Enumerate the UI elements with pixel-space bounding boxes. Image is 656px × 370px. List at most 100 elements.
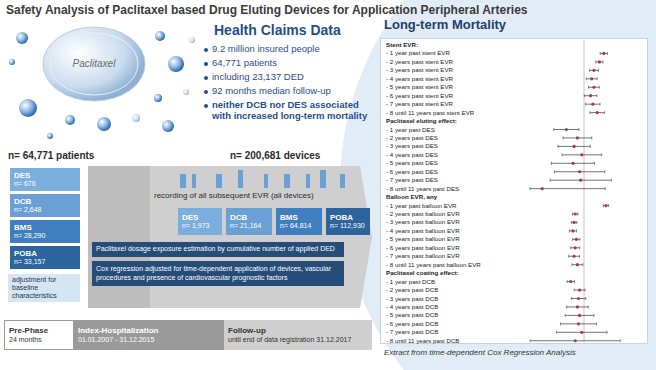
estimate-dot bbox=[577, 297, 580, 300]
forest-row-label: - 3 years past balloon EVR bbox=[386, 218, 526, 226]
estimate-dot bbox=[578, 314, 581, 317]
ci-cap bbox=[611, 179, 612, 182]
node-text: DES bbox=[182, 213, 198, 222]
ci-cap bbox=[551, 162, 552, 165]
ci-cap bbox=[585, 297, 586, 300]
estimate-dot bbox=[578, 170, 581, 173]
ci-cap bbox=[603, 60, 604, 63]
ci-cap bbox=[571, 221, 572, 224]
ci-cap bbox=[579, 128, 580, 131]
process-box: Cox regression adjusted for time-depende… bbox=[92, 261, 344, 286]
forest-row-label: - 6 years past stent EVR bbox=[386, 92, 526, 100]
ci-cap bbox=[599, 86, 600, 89]
ci-cap bbox=[590, 145, 591, 148]
ci-cap bbox=[568, 255, 569, 258]
ci-cap bbox=[620, 339, 621, 342]
ci-cap bbox=[553, 128, 554, 131]
forest-row-label: - 6 years past DCB bbox=[386, 320, 526, 328]
ci-cap bbox=[590, 111, 591, 114]
count-label: n= 64,771 patients bbox=[8, 150, 168, 162]
ci-cap bbox=[570, 246, 571, 249]
ci-cap bbox=[586, 77, 587, 80]
forest-row-label: - 1 year past stent EVR bbox=[386, 49, 526, 57]
circle-ring bbox=[50, 33, 138, 95]
estimate-dot bbox=[565, 128, 568, 131]
ci-cap bbox=[601, 153, 602, 156]
process-box: Pre-Phase24 months bbox=[4, 320, 74, 350]
ci-cap bbox=[567, 280, 568, 283]
forest-row-label: - 6 years past DES bbox=[386, 168, 526, 176]
bullet-dot bbox=[204, 90, 208, 94]
background-curve bbox=[340, 0, 656, 370]
ci-cap bbox=[563, 136, 564, 139]
forest-row-label: - 5 years past stent EVR bbox=[386, 83, 526, 91]
forest-row-label: - 5 years past DES bbox=[386, 159, 526, 167]
estimate-dot bbox=[596, 111, 599, 114]
estimate-dot bbox=[592, 69, 595, 72]
estimate-dot bbox=[602, 52, 605, 55]
ci-cap bbox=[576, 229, 577, 232]
forest-row-label: - 1 year past balloon EVR bbox=[386, 202, 526, 210]
forest-row-label: - 2 years past DES bbox=[386, 134, 526, 142]
forest-row-label: - 4 years past balloon EVR bbox=[386, 227, 526, 235]
node-text: Paclitaxel bbox=[73, 58, 116, 70]
ci-cap bbox=[604, 111, 605, 114]
process-box: POBAn= 33,157 bbox=[10, 246, 80, 269]
ci-cap bbox=[600, 52, 601, 55]
node-text: Follow-up bbox=[228, 326, 266, 335]
node-text: Extract from time-dependent Cox Regressi… bbox=[384, 348, 646, 357]
ci-cap bbox=[556, 331, 557, 334]
forest-row-label: - 1 year past DES bbox=[386, 126, 526, 134]
process-box: DCBn= 2,648 bbox=[10, 194, 80, 217]
forest-row-label: - 3 years past DES bbox=[386, 142, 526, 150]
ci-cap bbox=[596, 94, 597, 97]
forest-row-label: - 2 years past balloon EVR bbox=[386, 210, 526, 218]
ci-cap bbox=[596, 322, 597, 325]
node-text: DCB bbox=[230, 213, 247, 222]
ci-cap bbox=[603, 204, 604, 207]
bullet-text: 64,771 patients bbox=[212, 58, 362, 69]
estimate-dot bbox=[576, 305, 579, 308]
forest-row-label: - 4 years past DCB bbox=[386, 303, 526, 311]
ci-cap bbox=[585, 289, 586, 292]
estimate-dot bbox=[571, 229, 574, 232]
reference-line bbox=[584, 40, 585, 342]
process-box: DESn= 676 bbox=[10, 168, 80, 191]
estimate-dot bbox=[590, 77, 593, 80]
ci-cap bbox=[594, 162, 595, 165]
process-box: BMSn= 64,814 bbox=[276, 208, 322, 235]
forest-row-label: Balloon EVR, any bbox=[386, 193, 526, 201]
ci-cap bbox=[607, 52, 608, 55]
forest-row-label: - 7 years past balloon EVR bbox=[386, 252, 526, 260]
process-box: Index-Hospitalization01.01.2007 - 31.12.… bbox=[74, 320, 224, 350]
ci-cap bbox=[565, 314, 566, 317]
forest-row-label: - 7 years past DES bbox=[386, 176, 526, 184]
estimate-dot bbox=[598, 60, 601, 63]
ci-cap bbox=[579, 238, 580, 241]
estimate-dot bbox=[569, 280, 572, 283]
estimate-dot bbox=[578, 288, 581, 291]
process-box: adjustment for baseline characteristics bbox=[8, 274, 80, 302]
node-text: n= 28,290 bbox=[14, 232, 45, 240]
node-text: n= 64,814 bbox=[280, 222, 311, 230]
device-marker bbox=[306, 174, 310, 188]
estimate-dot bbox=[592, 86, 595, 89]
ci-cap bbox=[576, 221, 577, 224]
node-text: 01.01.2007 - 31.12.2015 bbox=[78, 336, 154, 344]
node-text: POBA bbox=[330, 213, 353, 222]
estimate-dot bbox=[574, 339, 577, 342]
band-arrow-shape bbox=[88, 166, 372, 308]
estimate-dot bbox=[577, 322, 580, 325]
estimate-dot bbox=[574, 212, 577, 215]
node-text: BMS bbox=[280, 213, 298, 222]
forest-row-label: - 4 years past stent EVR bbox=[386, 75, 526, 83]
ci-cap bbox=[591, 136, 592, 139]
ci-cap bbox=[550, 179, 551, 182]
ci-cap bbox=[572, 263, 573, 266]
forest-row-label: - 3 years past stent EVR bbox=[386, 66, 526, 74]
node-text: n= 112,930 bbox=[330, 222, 365, 230]
ci-cap bbox=[572, 213, 573, 216]
forest-row-label: Paclitaxel coating effect: bbox=[386, 269, 526, 277]
bullet-dot bbox=[204, 104, 208, 108]
estimate-dot bbox=[580, 331, 583, 334]
